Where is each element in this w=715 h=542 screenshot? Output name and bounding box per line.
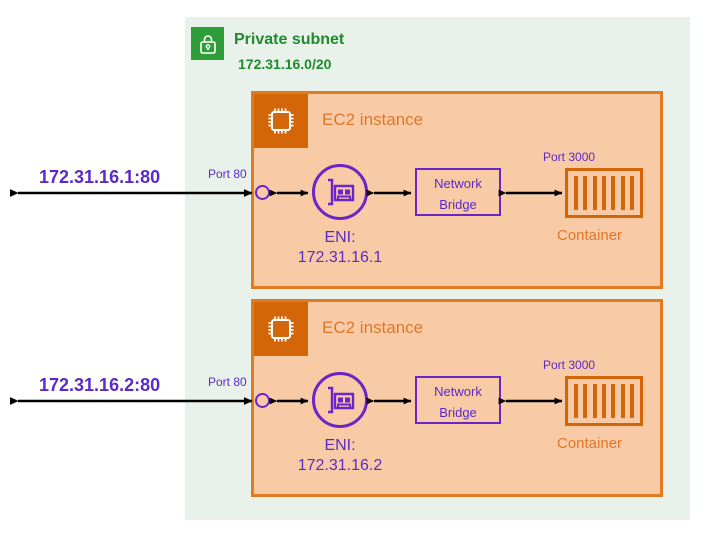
cpu-chip-icon — [254, 302, 308, 356]
network-interface-card-icon — [312, 372, 368, 428]
port-80-dot-2 — [255, 393, 270, 408]
container-port-label-2: Port 3000 — [543, 358, 596, 372]
eni-label-2: ENI: 172.31.16.2 — [278, 436, 402, 476]
port-80-label-2: Port 80 — [208, 375, 247, 389]
eni-label-line1: ENI: — [324, 229, 356, 246]
network-bridge-line2: Bridge — [439, 197, 477, 212]
ec2-instance-title-2: EC2 instance — [322, 318, 424, 337]
network-bridge-line2: Bridge — [439, 405, 477, 420]
network-bridge-box-2: Network Bridge — [415, 376, 501, 424]
network-bridge-line1: Network — [434, 176, 482, 191]
external-ip-label-2: 172.31.16.2:80 — [39, 375, 161, 395]
network-bridge-box-1: Network Bridge — [415, 168, 501, 216]
container-port-label-1: Port 3000 — [543, 150, 596, 164]
ec2-instance-title-1: EC2 instance — [322, 110, 424, 129]
port-80-dot-1 — [255, 185, 270, 200]
eni-label-line2: 172.31.16.1 — [297, 249, 383, 266]
port-80-label-1: Port 80 — [208, 167, 247, 181]
container-label-1: Container — [557, 227, 623, 244]
container-label-2: Container — [557, 435, 623, 452]
eni-label-line1: ENI: — [324, 437, 356, 454]
container-icon-1 — [565, 168, 643, 218]
external-ip-label-1: 172.31.16.1:80 — [39, 167, 161, 187]
container-icon-2 — [565, 376, 643, 426]
lock-icon — [191, 27, 224, 60]
network-bridge-line1: Network — [434, 384, 482, 399]
eni-label-1: ENI: 172.31.16.1 — [278, 228, 402, 268]
subnet-title: Private subnet — [234, 31, 345, 48]
network-interface-card-icon — [312, 164, 368, 220]
subnet-cidr: 172.31.16.0/20 — [238, 56, 332, 72]
eni-label-line2: 172.31.16.2 — [297, 457, 383, 474]
cpu-chip-icon — [254, 94, 308, 148]
